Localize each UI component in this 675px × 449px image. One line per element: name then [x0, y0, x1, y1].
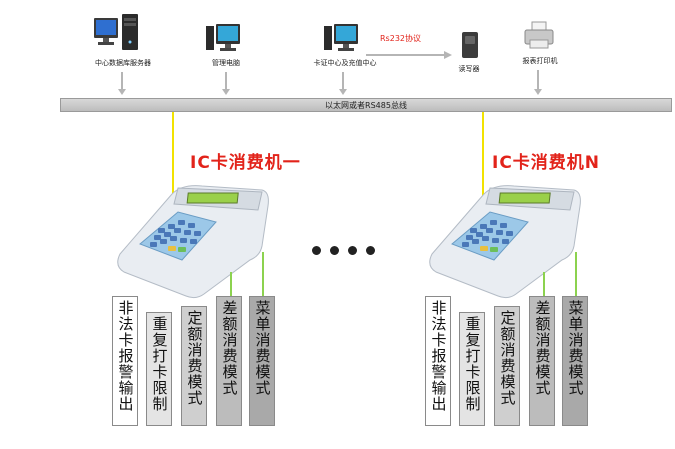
feature-box-menu-mode: 菜单消费模式 — [562, 296, 588, 426]
feature-text: 定额消费模式 — [498, 310, 517, 406]
feature-text: 非法卡报警输出 — [116, 300, 135, 412]
feature-box-difference-mode: 差额消费模式 — [529, 296, 555, 426]
ellipsis-dot — [348, 246, 357, 255]
feature-text: 重复打卡限制 — [150, 316, 169, 412]
feature-box-illegal-card-alarm: 非法卡报警输出 — [112, 296, 138, 426]
server-arrow — [118, 72, 126, 95]
ellipsis-dot — [312, 246, 321, 255]
feature-text: 差额消费模式 — [533, 300, 552, 396]
feature-text: 菜单消费模式 — [566, 300, 585, 396]
feature-box-repeat-punch-limit: 重复打卡限制 — [459, 312, 485, 426]
feature-box-repeat-punch-limit: 重复打卡限制 — [146, 312, 172, 426]
printer-arrow — [534, 70, 542, 95]
feature-box-fixed-amount-mode: 定额消费模式 — [494, 306, 520, 426]
feature-text: 定额消费模式 — [185, 310, 204, 406]
admin-pc-arrow — [222, 72, 230, 95]
feature-connector — [230, 272, 232, 296]
feature-text: 非法卡报警输出 — [429, 300, 448, 412]
bus-label: 以太网或者RS485总线 — [325, 101, 407, 110]
admin-pc-icon — [204, 22, 244, 54]
card-reader-icon — [456, 30, 484, 60]
card-center-label: 卡证中心及充值中心 — [313, 59, 377, 67]
feature-box-menu-mode: 菜单消费模式 — [249, 296, 275, 426]
printer-label: 报表打印机 — [522, 57, 558, 65]
printer-icon — [522, 20, 558, 52]
bus-connector-right — [482, 112, 484, 198]
feature-box-illegal-card-alarm: 非法卡报警输出 — [425, 296, 451, 426]
feature-text: 重复打卡限制 — [463, 316, 482, 412]
server-label: 中心数据库服务器 — [95, 59, 151, 67]
card-center-arrow — [339, 72, 347, 95]
ellipsis-dot — [330, 246, 339, 255]
bus-connector-left — [172, 112, 174, 198]
ellipsis-dot — [366, 246, 375, 255]
feature-text: 差额消费模式 — [220, 300, 239, 396]
feature-connector — [262, 252, 264, 296]
feature-connector — [575, 252, 577, 296]
protocol-arrow — [366, 44, 452, 59]
server-computer-icon — [92, 12, 148, 56]
pos-terminal-icon — [424, 176, 584, 300]
machine-title-1: IC卡消费机一 — [190, 153, 301, 173]
feature-box-difference-mode: 差额消费模式 — [216, 296, 242, 426]
card-center-pc-icon — [322, 22, 362, 54]
feature-box-fixed-amount-mode: 定额消费模式 — [181, 306, 207, 426]
feature-connector — [543, 272, 545, 296]
admin-pc-label: 管理电脑 — [212, 59, 240, 67]
reader-label: 读写器 — [458, 65, 480, 73]
protocol-label: Rs232协议 — [380, 34, 421, 43]
machine-title-n: IC卡消费机N — [492, 153, 601, 173]
pos-terminal-icon — [112, 176, 272, 300]
feature-text: 菜单消费模式 — [253, 300, 272, 396]
ethernet-rs485-bus: 以太网或者RS485总线 — [60, 98, 672, 112]
